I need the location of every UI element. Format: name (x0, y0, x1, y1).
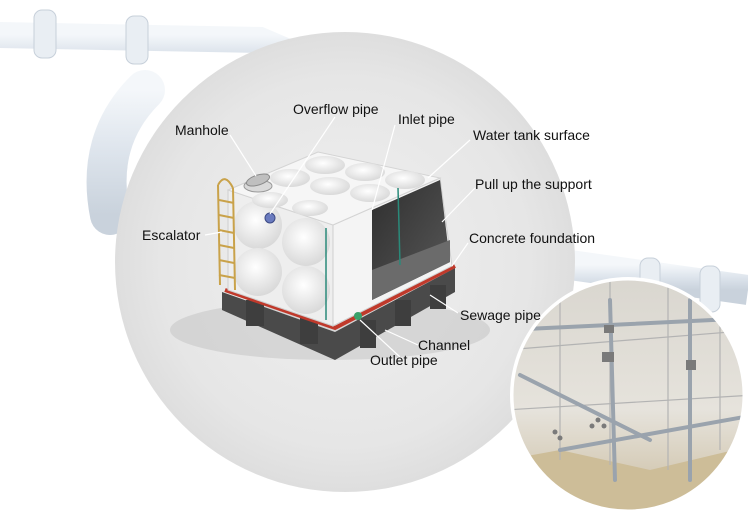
label-overflow-pipe: Overflow pipe (293, 101, 379, 117)
water-tank (170, 151, 490, 360)
label-escalator: Escalator (142, 227, 201, 243)
label-sewage-pipe: Sewage pipe (460, 307, 541, 323)
label-inlet-pipe: Inlet pipe (398, 111, 455, 127)
leader-lines (204, 116, 476, 358)
ladder-icon (217, 178, 236, 291)
label-pull-up-support: Pull up the support (475, 176, 592, 192)
label-outlet-pipe: Outlet pipe (370, 352, 438, 368)
label-channel: Channel (418, 337, 471, 353)
label-manhole: Manhole (175, 122, 229, 138)
label-water-tank-surface: Water tank surface (473, 127, 590, 143)
channel-edge (224, 264, 456, 331)
manhole-cover-icon (243, 173, 273, 193)
label-concrete-foundation: Concrete foundation (469, 230, 596, 246)
pipe-flange-icon (264, 212, 276, 224)
